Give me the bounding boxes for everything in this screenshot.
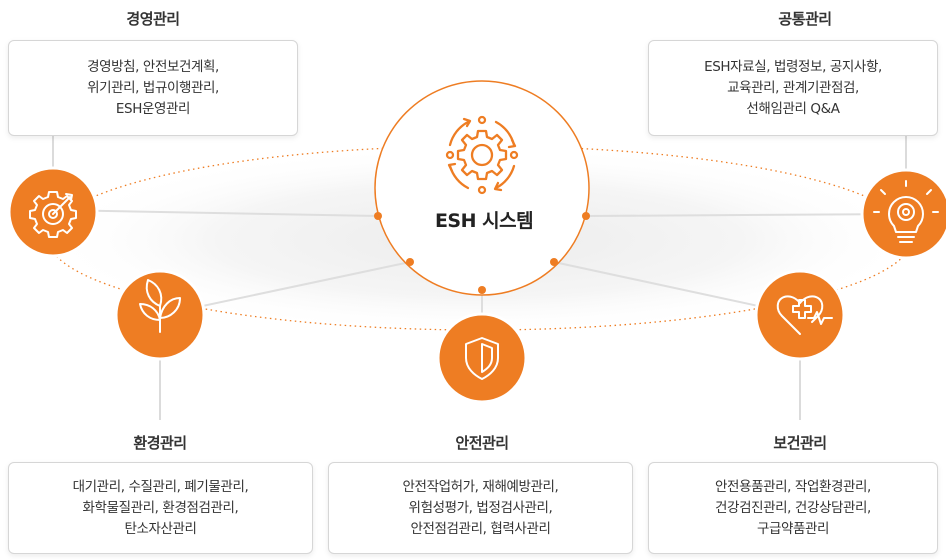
gear-cycle-icon [445, 115, 519, 195]
target-gear-icon [29, 191, 77, 238]
common-line-2: 교육관리, 관계기관점검, [727, 79, 859, 96]
environment-line-3: 탄소자산관리 [124, 520, 197, 537]
lightbulb-gear-icon [873, 180, 939, 243]
node-safety [436, 312, 528, 404]
center-label: ESH 시스템 [434, 210, 534, 232]
node-environment [114, 269, 206, 361]
management-line-2: 위기관리, 법규이행관리, [87, 79, 219, 96]
environment-box: 대기관리, 수질관리, 폐기물관리, 화학물질관리, 환경점검관리, 탄소자산관… [8, 462, 313, 554]
environment-title: 환경관리 [133, 434, 187, 452]
circle-dots [374, 212, 590, 294]
health-title: 보건관리 [773, 434, 827, 452]
common-box: ESH자료실, 법령정보, 공지사항, 교육관리, 관계기관점검, 선해임관리 … [648, 40, 938, 136]
common-line-3: 선해임관리 Q&A [746, 100, 840, 117]
heart-pulse-icon [776, 295, 833, 335]
common-line-1: ESH자료실, 법령정보, 공지사항, [704, 58, 882, 75]
safety-line-1: 안전작업허가, 재해예방관리, [402, 478, 559, 495]
safety-line-2: 위험성평가, 법정검사관리, [408, 499, 553, 516]
environment-line-2: 화학물질관리, 환경점검관리, [82, 499, 239, 516]
node-health [754, 269, 846, 361]
health-line-2: 건강검진관리, 건강상담관리, [715, 499, 871, 516]
shield-icon [465, 337, 499, 380]
node-common [860, 168, 946, 260]
health-line-1: 안전용품관리, 작업환경관리, [715, 478, 871, 495]
safety-line-3: 안전점검관리, 협력사관리 [410, 520, 551, 537]
management-line-1: 경영방침, 안전보건계획, [87, 58, 219, 75]
common-title: 공통관리 [778, 10, 832, 28]
management-line-3: ESH운영관리 [115, 100, 191, 117]
health-box: 안전용품관리, 작업환경관리, 건강검진관리, 건강상담관리, 구급약품관리 [648, 462, 938, 554]
safety-box: 안전작업허가, 재해예방관리, 위험성평가, 법정검사관리, 안전점검관리, 협… [328, 462, 633, 554]
management-box: 경영방침, 안전보건계획, 위기관리, 법규이행관리, ESH운영관리 [8, 40, 298, 136]
leaf-icon [139, 279, 181, 333]
health-line-3: 구급약품관리 [756, 520, 830, 537]
management-title: 경영관리 [126, 10, 180, 28]
node-management [7, 166, 99, 258]
safety-title: 안전관리 [455, 434, 509, 452]
environment-line-1: 대기관리, 수질관리, 폐기물관리, [72, 478, 249, 495]
